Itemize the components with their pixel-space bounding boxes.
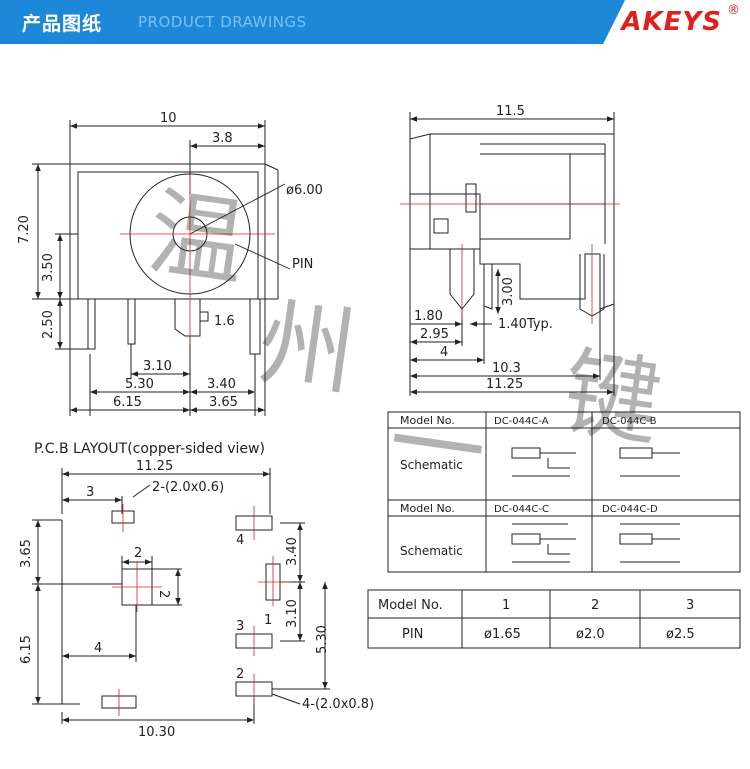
schematic-row-label-2: Schematic [400, 544, 463, 558]
dim-diameter: ø6.00 [286, 183, 323, 198]
pcb-dim-2: 2 [134, 546, 142, 561]
pcb-dim-width: 11.25 [136, 459, 173, 474]
pcb-pin-4: 4 [236, 533, 244, 548]
pcb-dim-530: 5.30 [315, 625, 330, 654]
pin-table-value-1: ø1.65 [484, 627, 521, 642]
dim-center: 3.50 [41, 253, 56, 282]
dim-a: 3.10 [143, 359, 172, 374]
side-dim-1125: 11.25 [486, 377, 523, 392]
pcb-layout [32, 468, 330, 724]
registered-mark: ® [727, 3, 740, 18]
side-dim-pin-height: 3.00 [501, 277, 516, 306]
schematic-header-model: Model No. [400, 414, 455, 427]
dim-d: 6.15 [113, 395, 142, 410]
pcb-dim-615: 6.15 [19, 635, 34, 664]
side-dim-top: 11.5 [496, 104, 525, 119]
model-a: DC-044C-A [494, 416, 549, 427]
pin-table-row-label: PIN [402, 627, 423, 642]
header-band: 产品图纸 PRODUCT DRAWINGS AKEYS ® [0, 0, 750, 44]
page-subtitle: PRODUCT DRAWINGS [138, 13, 307, 31]
pin-table-header-1: 1 [502, 598, 510, 613]
model-c: DC-044C-C [494, 504, 549, 515]
side-view [409, 112, 615, 396]
dim-width: 10 [160, 111, 177, 126]
side-dim-295: 2.95 [420, 327, 449, 342]
model-d: DC-044C-D [602, 504, 658, 515]
brand-logo: AKEYS [621, 7, 722, 37]
pin-table-header-3: 3 [686, 598, 694, 613]
page-title: 产品图纸 [22, 13, 103, 35]
dim-pin1: 1.6 [214, 314, 235, 329]
dim-offset: 3.8 [212, 131, 233, 146]
pin-table-value-2: ø2.0 [576, 627, 605, 642]
pcb-dim-365: 3.65 [19, 539, 34, 568]
schematic-table [387, 411, 741, 573]
front-view-center-lines [120, 174, 275, 344]
pin-table-header-model: Model No. [378, 598, 443, 613]
pcb-dim-310: 3.10 [285, 599, 300, 628]
pcb-pad-label-a: 2-(2.0x0.6) [152, 480, 224, 495]
pcb-dim-4: 4 [94, 641, 102, 656]
dim-c: 3.40 [207, 377, 236, 392]
dim-b: 5.30 [125, 377, 154, 392]
pcb-title: P.C.B LAYOUT(copper-sided view) [34, 441, 265, 457]
pcb-pin-1: 1 [264, 613, 272, 628]
pin-table-value-3: ø2.5 [666, 627, 695, 642]
side-dim-180: 1.80 [414, 309, 443, 324]
pcb-pin-3: 3 [236, 619, 244, 634]
side-dim-103: 10.3 [492, 361, 521, 376]
pcb-dim-340: 3.40 [285, 537, 300, 566]
pcb-dim-3: 3 [86, 485, 94, 500]
model-b: DC-044C-B [602, 416, 657, 427]
dim-height: 7.20 [17, 215, 32, 244]
schematic-row-label-1: Schematic [400, 458, 463, 472]
side-view-center-lines [400, 203, 620, 324]
pin-label: PIN [292, 257, 313, 272]
technical-drawing: 10 3.8 7.20 3.50 2.50 ø6.00 PIN 1.6 3.10… [17, 104, 741, 740]
pcb-center-lines [112, 504, 290, 716]
side-dim-140: 1.40Typ. [498, 317, 553, 332]
pcb-pin-2: 2 [236, 667, 244, 682]
pin-table [367, 589, 741, 649]
pcb-dim-2b: 2 [156, 590, 171, 598]
pcb-pad-label-b: 4-(2.0x0.8) [302, 697, 374, 712]
pcb-dim-1030: 10.30 [138, 725, 175, 740]
schematic-header-model-2: Model No. [400, 502, 455, 515]
logo-background [587, 0, 750, 44]
side-dim-4: 4 [440, 345, 448, 360]
dim-pin-length: 2.50 [41, 310, 56, 339]
pin-table-header-2: 2 [591, 598, 599, 613]
dim-e: 3.65 [209, 395, 238, 410]
